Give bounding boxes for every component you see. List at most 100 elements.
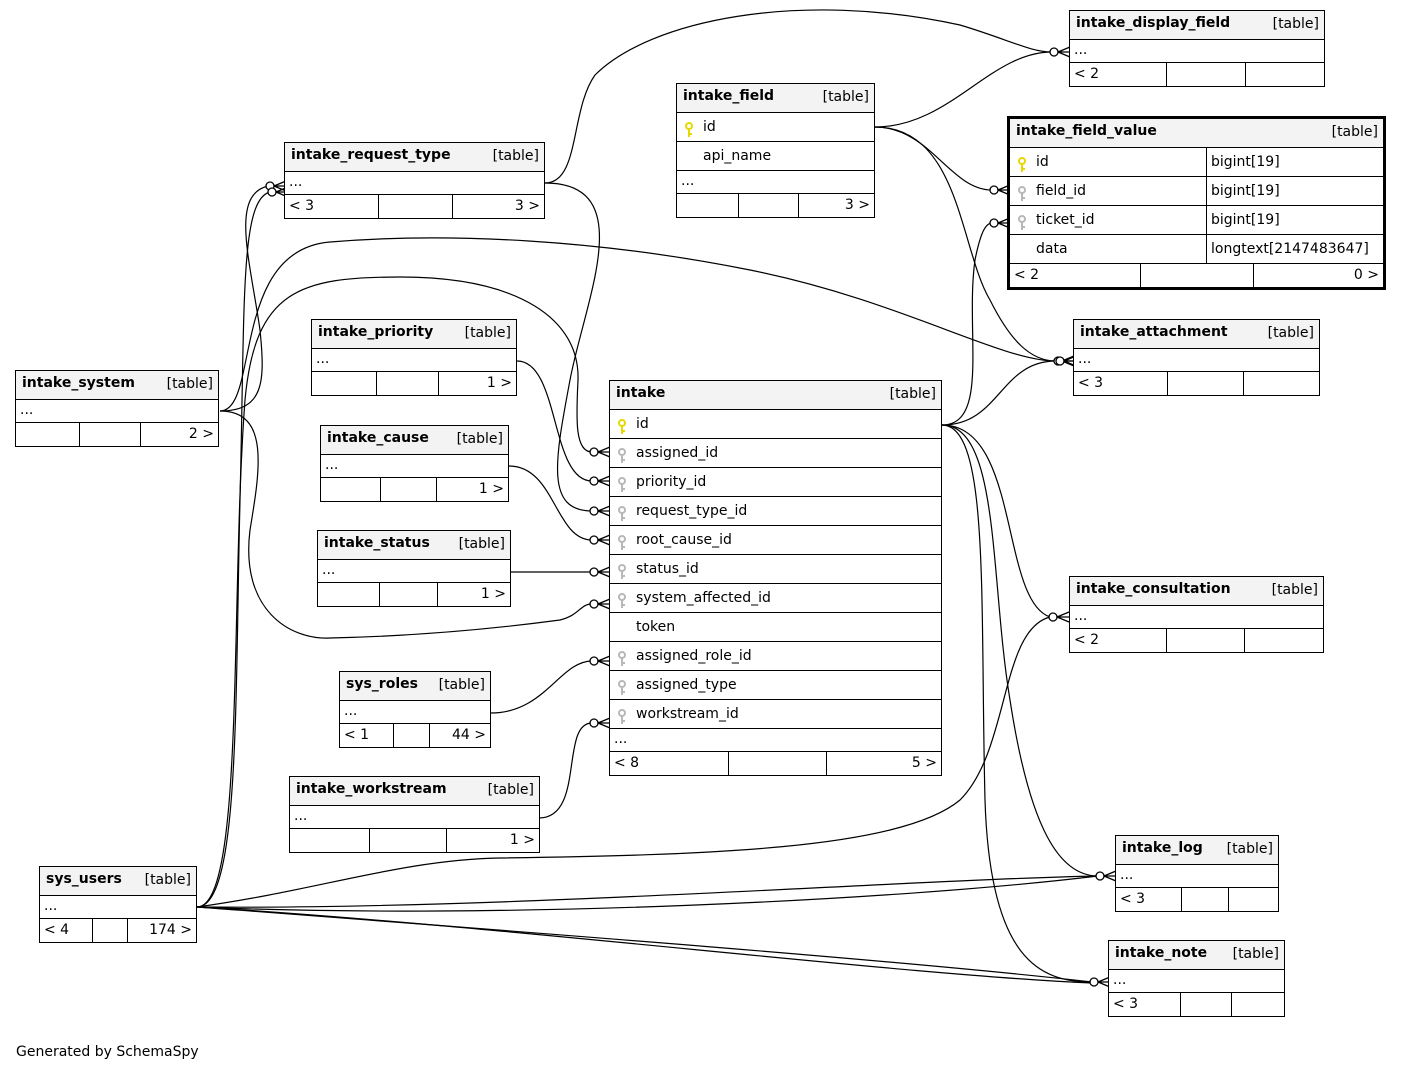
column-row[interactable]: token (610, 613, 941, 642)
table-intake-attachment[interactable]: intake_attachment[table] ... < 3 (1073, 319, 1320, 396)
parent-count[interactable]: < 2 (1074, 66, 1100, 82)
column-row[interactable]: system_affected_id (610, 584, 941, 613)
parent-count[interactable] (290, 829, 369, 852)
column-row[interactable]: root_cause_id (610, 526, 941, 555)
parent-count[interactable]: < 3 (1120, 891, 1146, 907)
edge-intake-attachment (941, 360, 1057, 426)
table-intake-field[interactable]: intake_field[table] id api_name ... 3 > (676, 83, 875, 218)
child-count[interactable]: 5 > (911, 755, 937, 771)
child-count[interactable] (1229, 888, 1278, 911)
column-row[interactable]: id (610, 410, 941, 439)
table-intake-status[interactable]: intake_status[table] ... 1 > (317, 530, 511, 607)
table-intake[interactable]: intake[table] id assigned_id priority_id… (609, 380, 942, 776)
edge-cause (508, 465, 593, 541)
parent-count[interactable]: < 8 (614, 755, 640, 771)
table-intake-consultation[interactable]: intake_consultation[table] ... < 2 (1069, 576, 1324, 653)
table-type: [table] (492, 148, 539, 164)
column-row[interactable]: status_id (610, 555, 941, 584)
child-count[interactable] (1245, 629, 1323, 652)
column-row[interactable]: assigned_id (610, 439, 941, 468)
edge-system-attachment (219, 237, 1057, 412)
child-count[interactable]: 2 > (188, 426, 214, 442)
column-row[interactable]: assigned_role_id (610, 642, 941, 671)
table-header: intake_cause[table] (321, 426, 508, 455)
table-intake-request-type[interactable]: intake_request_type[table] ... < 3 3 > (284, 142, 545, 219)
edge-field-display-field (874, 51, 1053, 128)
optional-circle-marker (589, 447, 599, 457)
column-row[interactable]: api_name (677, 142, 874, 171)
child-count[interactable]: 1 > (486, 375, 512, 391)
parent-count[interactable]: < 2 (1074, 632, 1100, 648)
table-type: [table] (458, 536, 505, 552)
child-count[interactable]: 1 > (478, 481, 504, 497)
table-intake-system[interactable]: intake_system[table] ... 2 > (15, 370, 219, 447)
column-row[interactable]: priority_id (610, 468, 941, 497)
table-name: intake_system (22, 375, 135, 391)
child-count[interactable] (1232, 993, 1284, 1016)
column-row[interactable]: workstream_id (610, 700, 941, 729)
table-name: intake_attachment (1080, 324, 1228, 340)
parent-count[interactable] (16, 423, 79, 446)
crows-foot-marker (597, 717, 611, 729)
table-sys-roles[interactable]: sys_roles[table] ... < 1 44 > (339, 671, 491, 748)
optional-circle-marker (1095, 871, 1105, 881)
parent-count[interactable]: < 2 (1014, 267, 1040, 283)
child-count[interactable]: 0 > (1353, 267, 1379, 283)
table-footer: < 2 0 > (1010, 264, 1383, 287)
child-count[interactable]: 44 > (452, 727, 486, 743)
table-type: [table] (1232, 946, 1279, 962)
parent-count[interactable] (318, 583, 379, 606)
row-count (92, 919, 128, 942)
child-count[interactable]: 1 > (480, 586, 506, 602)
crows-foot-marker (597, 446, 611, 458)
column-row[interactable]: assigned_type (610, 671, 941, 700)
table-intake-workstream[interactable]: intake_workstream[table] ... 1 > (289, 776, 540, 853)
row-count (369, 829, 447, 852)
table-footer: 1 > (321, 478, 508, 501)
edge-workstream (538, 722, 593, 819)
table-intake-priority[interactable]: intake_priority[table] ... 1 > (311, 319, 517, 396)
parent-count[interactable]: < 1 (344, 727, 370, 743)
foreign-key-icon (618, 707, 626, 724)
table-type: [table] (438, 677, 485, 693)
child-count[interactable]: 1 > (509, 832, 535, 848)
table-header: intake_consultation[table] (1070, 577, 1323, 606)
child-count[interactable]: 3 > (514, 198, 540, 214)
table-intake-note[interactable]: intake_note[table] ... < 3 (1108, 940, 1285, 1017)
column-ellipsis: ... (1116, 865, 1278, 888)
column-name: id (703, 119, 716, 135)
foreign-key-icon (1018, 184, 1026, 201)
column-row[interactable]: id (677, 113, 874, 142)
table-header: intake_system[table] (16, 371, 218, 400)
parent-count[interactable]: < 3 (1113, 996, 1139, 1012)
child-count[interactable]: 174 > (149, 922, 192, 938)
table-sys-users[interactable]: sys_users[table] ... < 4 174 > (39, 866, 197, 943)
table-header: intake_field[table] (677, 84, 874, 113)
table-intake-log[interactable]: intake_log[table] ... < 3 (1115, 835, 1279, 912)
parent-count[interactable]: < 3 (289, 198, 315, 214)
parent-count[interactable]: < 3 (1078, 375, 1104, 391)
child-count[interactable]: 3 > (844, 197, 870, 213)
parent-count[interactable]: < 4 (44, 922, 70, 938)
row-count (376, 372, 439, 395)
child-count[interactable] (1244, 372, 1319, 395)
column-ellipsis: ... (312, 349, 516, 372)
parent-count[interactable] (312, 372, 376, 395)
table-intake-cause[interactable]: intake_cause[table] ... 1 > (320, 425, 509, 502)
column-row[interactable]: request_type_id (610, 497, 941, 526)
table-intake-display-field[interactable]: intake_display_field[table] ... < 2 (1069, 10, 1325, 87)
edge-users-consultation (196, 616, 1051, 908)
child-count[interactable] (1246, 63, 1324, 86)
row-count (79, 423, 141, 446)
parent-count[interactable] (677, 194, 738, 217)
edge-users-log (196, 875, 1099, 912)
table-footer: < 3 3 > (285, 195, 544, 218)
parent-count[interactable] (321, 478, 380, 501)
table-name: intake_field_value (1016, 123, 1157, 139)
table-header: intake_status[table] (318, 531, 510, 560)
